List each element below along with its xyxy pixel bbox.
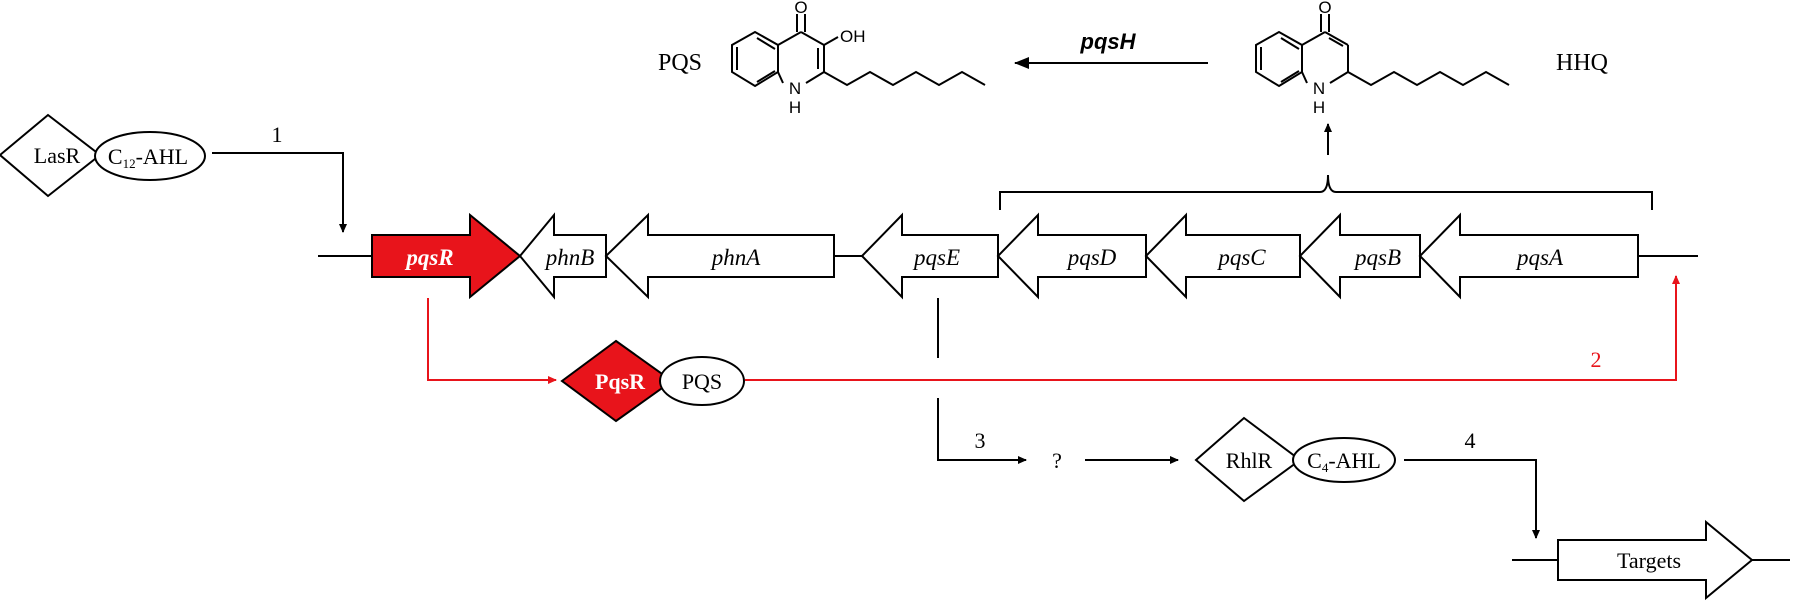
rhlr-receptor-label: RhlR xyxy=(1226,448,1273,473)
pqsh-conversion: pqsH xyxy=(1014,29,1208,69)
pqsr-pqs-complex: PqsR PQS xyxy=(560,339,745,423)
gene-pqsd-label: pqsD xyxy=(1066,245,1117,270)
pqs-hydrogen: H xyxy=(789,98,801,117)
gene-pqsr-label: pqsR xyxy=(404,245,453,270)
gene-phna xyxy=(604,212,835,300)
gene-pqsa-label: pqsA xyxy=(1515,245,1564,270)
pathway-4: 4 xyxy=(1404,428,1540,539)
pqsh-label: pqsH xyxy=(1080,29,1137,54)
unknown-intermediate: ? xyxy=(1052,448,1062,473)
gene-pqsc-label: pqsC xyxy=(1216,245,1266,270)
lasr-complex: LasR C12-AHL xyxy=(0,113,206,198)
gene-pqse-label: pqsE xyxy=(912,245,960,270)
pqs-hydroxyl: OH xyxy=(840,27,866,46)
targets-gene: Targets xyxy=(1512,519,1790,601)
pathway-2-label: 2 xyxy=(1591,347,1602,372)
hhq-hydrogen: H xyxy=(1313,98,1325,117)
pathway-1: 1 xyxy=(212,122,347,233)
pqsr-ligand-label: PQS xyxy=(682,369,722,394)
pqs-name: PQS xyxy=(658,50,702,76)
pathway-3-label: 3 xyxy=(975,428,986,453)
gene-pqsb-label: pqsB xyxy=(1353,245,1401,270)
targets-label: Targets xyxy=(1617,548,1681,573)
hhq-nitrogen: N xyxy=(1313,79,1325,98)
pqsr-receptor-label: PqsR xyxy=(595,369,646,394)
pqs-molecule: O OH N H PQS xyxy=(658,0,986,117)
hhq-molecule: O N H HHQ xyxy=(1255,0,1608,117)
gene-cluster: pqsR phnB phnA pqsE pqsD pqsC pqsB pqsA xyxy=(318,212,1698,300)
pathway-1-label: 1 xyxy=(272,122,283,147)
gene-pqsr xyxy=(371,212,522,300)
hhq-carbonyl-oxygen: O xyxy=(1318,0,1331,17)
rhlr-ligand-label: C4-AHL xyxy=(1307,448,1381,475)
lasr-ligand-label: C12-AHL xyxy=(108,144,188,171)
hhq-name: HHQ xyxy=(1556,50,1608,76)
pathway-4-label: 4 xyxy=(1465,428,1476,453)
gene-pqsa xyxy=(1418,212,1639,300)
pqsabcd-brace xyxy=(999,123,1653,210)
pathway-2: 2 xyxy=(427,275,1680,384)
lasr-receptor-label: LasR xyxy=(34,143,81,168)
rhlr-complex: RhlR C4-AHL xyxy=(1194,416,1396,503)
gene-phnb-label: phnB xyxy=(544,245,595,270)
pqs-nitrogen: N xyxy=(789,79,801,98)
pathway-3: 3 ? xyxy=(937,298,1179,473)
pqs-carbonyl-oxygen: O xyxy=(794,0,807,17)
gene-phna-label: phnA xyxy=(710,245,762,270)
